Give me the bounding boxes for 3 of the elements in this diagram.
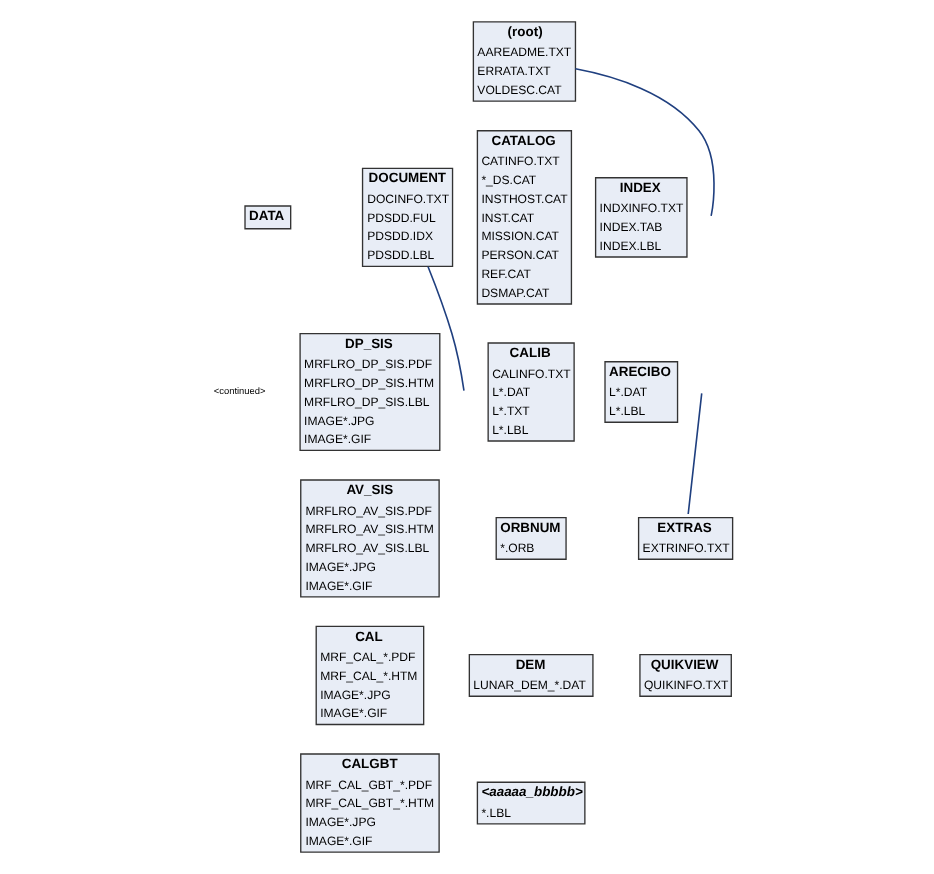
connector	[573, 68, 714, 217]
connector	[686, 392, 702, 515]
connector	[426, 265, 464, 392]
